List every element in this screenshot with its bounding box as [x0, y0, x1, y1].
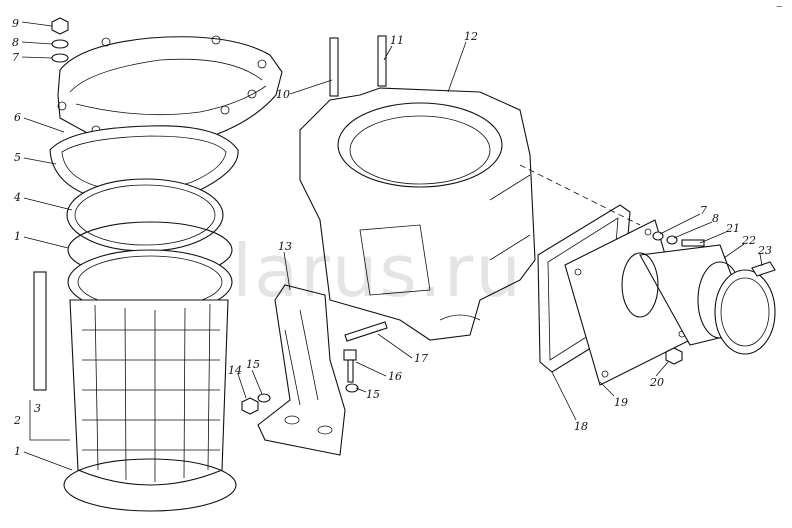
leader-lines [21, 21, 763, 471]
part-stud-11 [377, 35, 387, 87]
callout-1-bottom: 1 [14, 445, 21, 458]
callout-4: 4 [13, 191, 21, 204]
part-nut-14-washer-15 [241, 393, 271, 415]
callout-15-left: 15 [246, 358, 260, 371]
part-clamp-23 [714, 261, 776, 355]
callout-13: 13 [278, 240, 292, 253]
callout-20: 20 [649, 376, 664, 389]
callout-19: 19 [614, 396, 628, 409]
callout-3: 3 [34, 402, 41, 415]
part-stud-10 [329, 37, 339, 97]
callout-2: 2 [13, 414, 21, 427]
part-rod-3 [33, 271, 47, 391]
callout-18: 18 [574, 420, 588, 433]
callout-16: 16 [388, 370, 402, 383]
corner-mark: — [776, 2, 782, 12]
part-stud-17 [344, 321, 388, 342]
callout-23: 23 [757, 244, 772, 257]
callout-7: 7 [12, 51, 19, 64]
callout-21: 21 [725, 222, 740, 235]
part-filter-element [69, 299, 229, 486]
callout-12: 12 [464, 30, 478, 43]
callout-7-right: 7 [700, 204, 707, 217]
callout-9: 9 [12, 17, 19, 30]
callout-17: 17 [414, 352, 428, 365]
callout-5: 5 [14, 151, 21, 164]
part-bottom-ring-1 [63, 458, 237, 512]
callout-1-top: 1 [14, 230, 21, 243]
callout-labels: 9 8 7 6 5 4 1 2 3 1 10 11 12 13 14 15 15… [12, 17, 772, 458]
callout-15-right: 15 [366, 388, 380, 401]
part-housing-12 [299, 87, 536, 341]
callout-22: 22 [741, 234, 756, 247]
part-mesh-screen-4 [66, 178, 224, 252]
callout-14: 14 [228, 364, 242, 377]
callout-10: 10 [276, 88, 290, 101]
callout-8-right: 8 [712, 212, 719, 225]
part-hardware-9-8-7 [51, 17, 69, 63]
part-bolt-16 [343, 349, 357, 383]
assembly-axis-line [519, 164, 641, 226]
callout-11: 11 [390, 34, 404, 47]
part-bracket-13 [257, 284, 346, 456]
callout-8: 8 [12, 36, 19, 49]
watermark-text: larus.ru [232, 229, 523, 313]
callout-6: 6 [14, 111, 21, 124]
part-washer-15b [345, 383, 359, 393]
part-bolt-20 [665, 347, 683, 365]
